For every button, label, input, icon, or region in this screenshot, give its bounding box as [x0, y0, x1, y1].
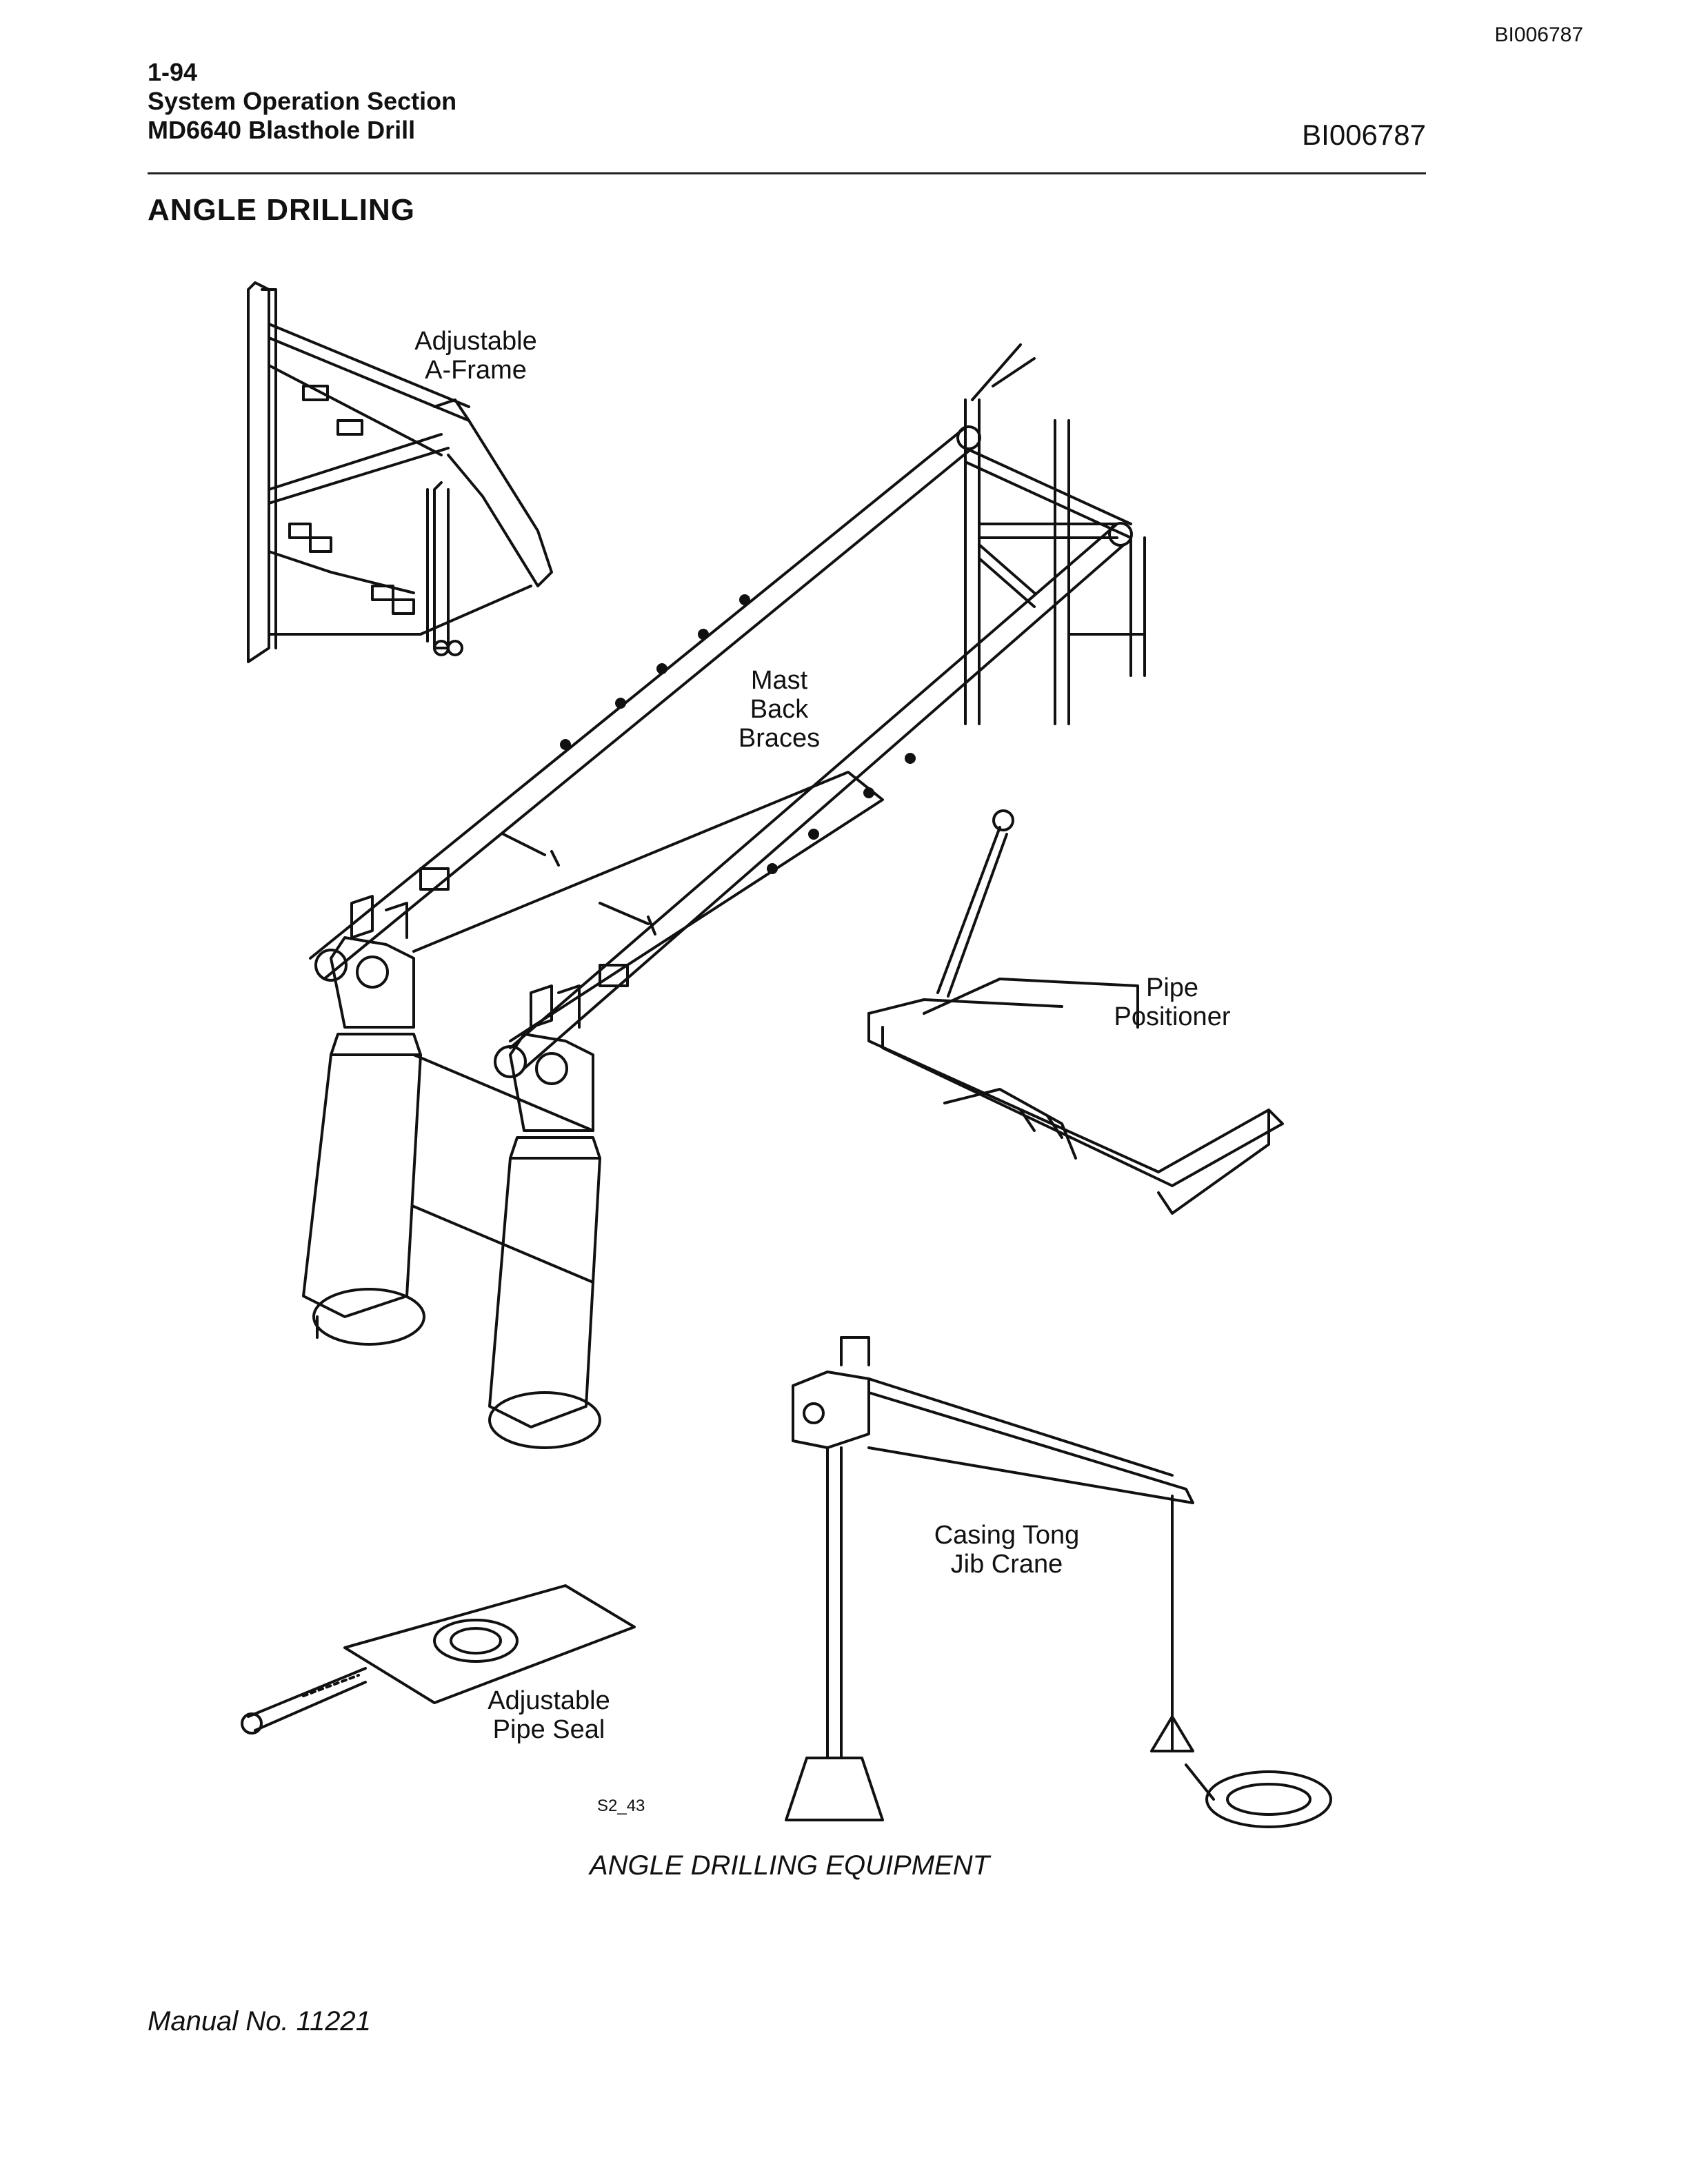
a-frame-drawing — [247, 281, 553, 663]
label-adjustable-pipe-seal: Adjustable Pipe Seal — [488, 1686, 610, 1744]
page-number: 1-94 — [148, 58, 198, 86]
manual-number: Manual No. 11221 — [148, 2006, 371, 2036]
mast-stands-drawing — [302, 895, 601, 1449]
mast-back-braces-drawing — [309, 425, 1133, 1070]
label-adjustable-a-frame: Adjustable A-Frame — [414, 327, 537, 385]
document-id: BI006787 — [1302, 119, 1426, 151]
mast-tower-drawing — [964, 343, 1146, 725]
figure-caption: ANGLE DRILLING EQUIPMENT — [589, 1850, 990, 1881]
pipe-positioner-drawing — [867, 809, 1284, 1215]
page-header: 1-94 System Operation Section MD6640 Bla… — [148, 58, 456, 145]
angle-drilling-illustration — [241, 281, 1332, 1828]
label-pipe-positioner: Pipe Positioner — [1114, 973, 1231, 1031]
label-casing-tong-jib-crane: Casing Tong Jib Crane — [934, 1521, 1080, 1579]
section-name: System Operation Section — [148, 87, 457, 115]
jib-crane-drawing — [785, 1336, 1332, 1828]
document-id-top: BI006787 — [1494, 23, 1583, 46]
figure-code: S2_43 — [597, 1797, 645, 1815]
pipe-seal-drawing — [241, 1584, 636, 1735]
label-mast-back-braces: Mast Back Braces — [738, 666, 821, 753]
model-name: MD6640 Blasthole Drill — [148, 116, 416, 144]
header-rule — [148, 172, 1426, 174]
section-title: ANGLE DRILLING — [148, 193, 415, 227]
